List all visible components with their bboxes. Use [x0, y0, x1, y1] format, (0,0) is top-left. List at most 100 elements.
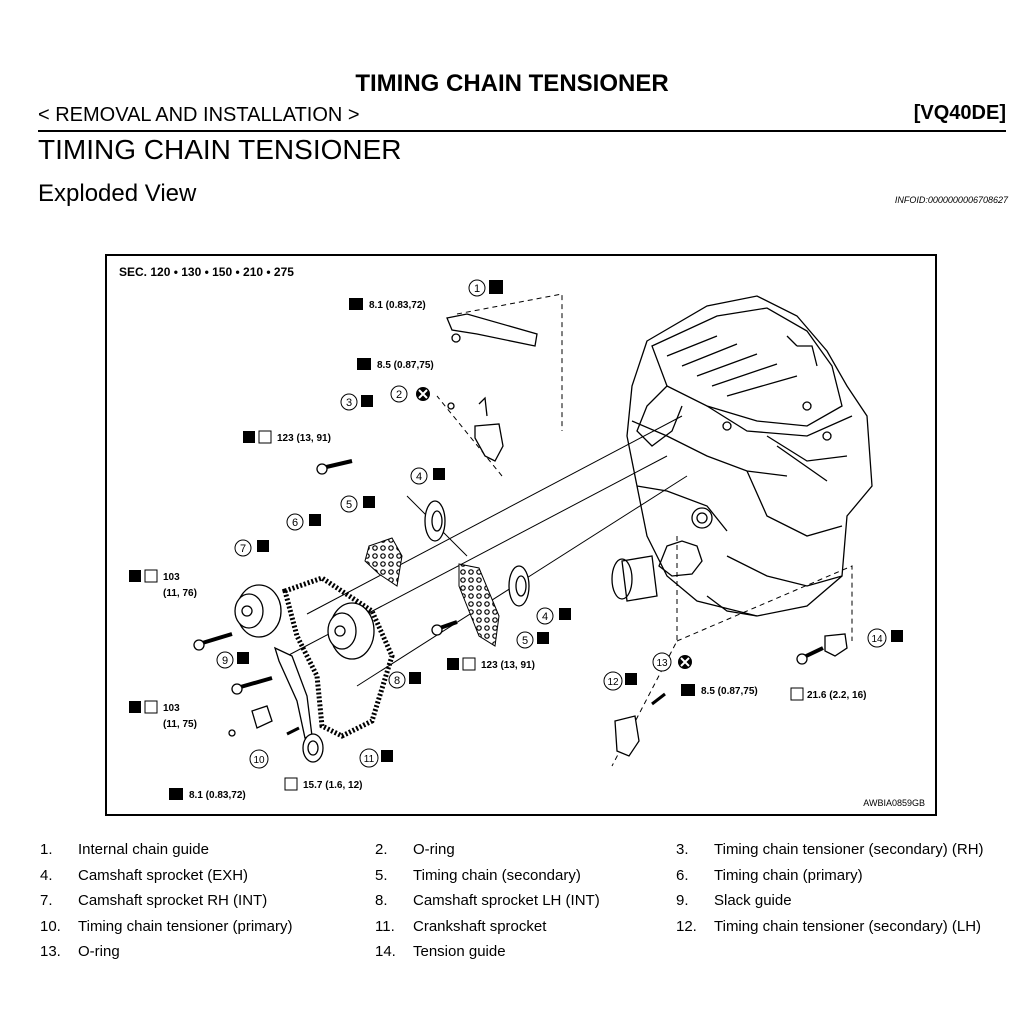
torque-spec-5: 123 (13, 91): [447, 657, 535, 671]
callout-5-upper: 5: [340, 495, 358, 513]
legend-item-text: O-ring: [413, 841, 455, 858]
exploded-view-drawing: SEC. 120 • 130 • 150 • 210 • 275: [119, 265, 925, 808]
torque-spec-4: 103 (11, 76): [129, 569, 197, 599]
callout-9: 9: [216, 651, 234, 669]
svg-text:5: 5: [522, 635, 528, 647]
info-id: INFOID:0000000006708627: [894, 195, 1008, 205]
svg-text:103: 103: [163, 572, 180, 583]
camshaft-sprocket-exh-upper: [424, 500, 446, 542]
parts-legend: 1. Internal chain guide 2. O-ring 3. Timing c…: [40, 841, 1010, 971]
svg-text:13: 13: [656, 658, 668, 669]
svg-text:3: 3: [346, 397, 352, 409]
svg-text:103: 103: [163, 703, 180, 714]
camshaft-sprocket-exh-lower: [508, 565, 530, 607]
legend-item-number: 8.: [375, 892, 388, 909]
legend-item-number: 2.: [375, 841, 388, 858]
no-reuse-icon-13: [678, 655, 692, 669]
legend-item-text: Timing chain tensioner (secondary) (LH): [714, 917, 982, 935]
svg-text:123 (13, 91): 123 (13, 91): [277, 433, 331, 444]
oil-icon: [433, 468, 445, 480]
callout-13: 13: [652, 652, 672, 672]
callout-4-upper: 4: [410, 467, 428, 485]
svg-text:4: 4: [416, 471, 422, 483]
primary-timing-chain: [281, 575, 395, 739]
callout-3: 3: [340, 393, 358, 411]
camshaft-sprocket-lh-int: [327, 602, 375, 660]
callout-11: 11: [359, 748, 379, 768]
exploded-view-figure: SEC. 120 • 130 • 150 • 210 • 275: [105, 254, 937, 816]
secondary-chain-upper: [364, 537, 403, 587]
page-header-title: TIMING CHAIN TENSIONER: [355, 70, 669, 97]
sec-label: SEC. 120 • 130 • 150 • 210 • 275: [119, 265, 294, 279]
callout-4-lower: 4: [536, 607, 554, 625]
torque-spec-8: 21.6 (2.2, 16): [790, 687, 866, 701]
legend-item-number: 11.: [375, 917, 395, 935]
oil-icon: [537, 632, 549, 644]
legend-item-text: Camshaft sprocket RH (INT): [78, 892, 268, 909]
svg-text:(11, 75): (11, 75): [163, 719, 197, 730]
oil-icon: [361, 395, 373, 407]
svg-text:9: 9: [222, 655, 228, 667]
slack-guide-part: [273, 646, 313, 739]
oil-icon: [363, 496, 375, 508]
legend-item-number: 9.: [676, 892, 689, 909]
callout-2: 2: [390, 385, 408, 403]
legend-item-number: 3.: [676, 841, 689, 858]
legend-item-text: Timing chain (primary): [714, 866, 863, 884]
svg-text:14: 14: [871, 634, 883, 645]
callout-6: 6: [286, 513, 304, 531]
legend-item-text: Camshaft sprocket LH (INT): [413, 892, 600, 909]
crankshaft-sprocket-part: [302, 733, 324, 763]
svg-text:11: 11: [364, 754, 375, 765]
legend-item-text: Timing chain tensioner (primary): [78, 917, 293, 935]
tensioner-secondary-rh-part: [447, 396, 504, 462]
legend-item-number: 5.: [375, 866, 388, 884]
tension-guide-part: [824, 633, 848, 657]
torque-spec-10: 8.1 (0.83,72): [169, 788, 246, 801]
callout-10: 10: [249, 749, 269, 769]
oil-icon: [559, 608, 571, 620]
svg-text:8.5 (0.87,75): 8.5 (0.87,75): [377, 360, 434, 371]
torque-spec-7: 8.5 (0.87,75): [681, 684, 758, 697]
legend-item-number: 13.: [40, 943, 61, 960]
oil-icon: [381, 750, 393, 762]
legend-item-text: Internal chain guide: [78, 841, 209, 858]
legend-item-text: Crankshaft sprocket: [413, 917, 547, 935]
legend-item-text: Tension guide: [413, 943, 506, 960]
svg-text:5: 5: [346, 499, 352, 511]
do-not-reuse-icons: [416, 387, 692, 669]
oil-icon: [625, 673, 637, 685]
section-label: < REMOVAL AND INSTALLATION >: [38, 104, 360, 126]
svg-text:123 (13, 91): 123 (13, 91): [481, 660, 535, 671]
callout-14: 14: [867, 628, 887, 648]
svg-text:10: 10: [253, 755, 265, 766]
page-title: TIMING CHAIN TENSIONER: [38, 134, 402, 165]
svg-text:15.7 (1.6, 12): 15.7 (1.6, 12): [303, 780, 362, 791]
torque-specs: 8.1 (0.83,72) 8.5 (0.87,75) 123 (13, 91)…: [129, 298, 866, 801]
legend-item-number: 1.: [40, 841, 53, 858]
oil-icon: [891, 630, 903, 642]
tensioner-primary-part: [228, 705, 273, 737]
internal-chain-guide-part: [446, 313, 538, 347]
svg-text:4: 4: [542, 611, 548, 623]
callout-12: 12: [603, 671, 623, 691]
legend-item-number: 10.: [40, 917, 61, 935]
callout-1: 1: [468, 279, 486, 297]
legend-item-number: 14.: [375, 943, 396, 960]
svg-text:1: 1: [474, 283, 480, 295]
bolts: [193, 459, 824, 736]
torque-spec-2: 8.5 (0.87,75): [357, 358, 434, 371]
engine-code: [VQ40DE]: [913, 102, 1006, 124]
oil-icon: [489, 280, 503, 294]
svg-text:21.6 (2.2, 16): 21.6 (2.2, 16): [807, 690, 866, 701]
legend-item-text: Slack guide: [714, 892, 792, 909]
legend-item-text: O-ring: [78, 943, 120, 960]
leader-lines: [286, 293, 853, 767]
legend-item-number: 12.: [676, 917, 697, 935]
svg-text:8.1 (0.83,72): 8.1 (0.83,72): [189, 790, 246, 801]
svg-text:8: 8: [394, 675, 400, 687]
callout-5-lower: 5: [516, 631, 534, 649]
svg-text:(11, 76): (11, 76): [163, 588, 197, 599]
legend-item-number: 6.: [676, 866, 689, 884]
legend-item-text: Timing chain tensioner (secondary) (RH): [714, 841, 984, 858]
